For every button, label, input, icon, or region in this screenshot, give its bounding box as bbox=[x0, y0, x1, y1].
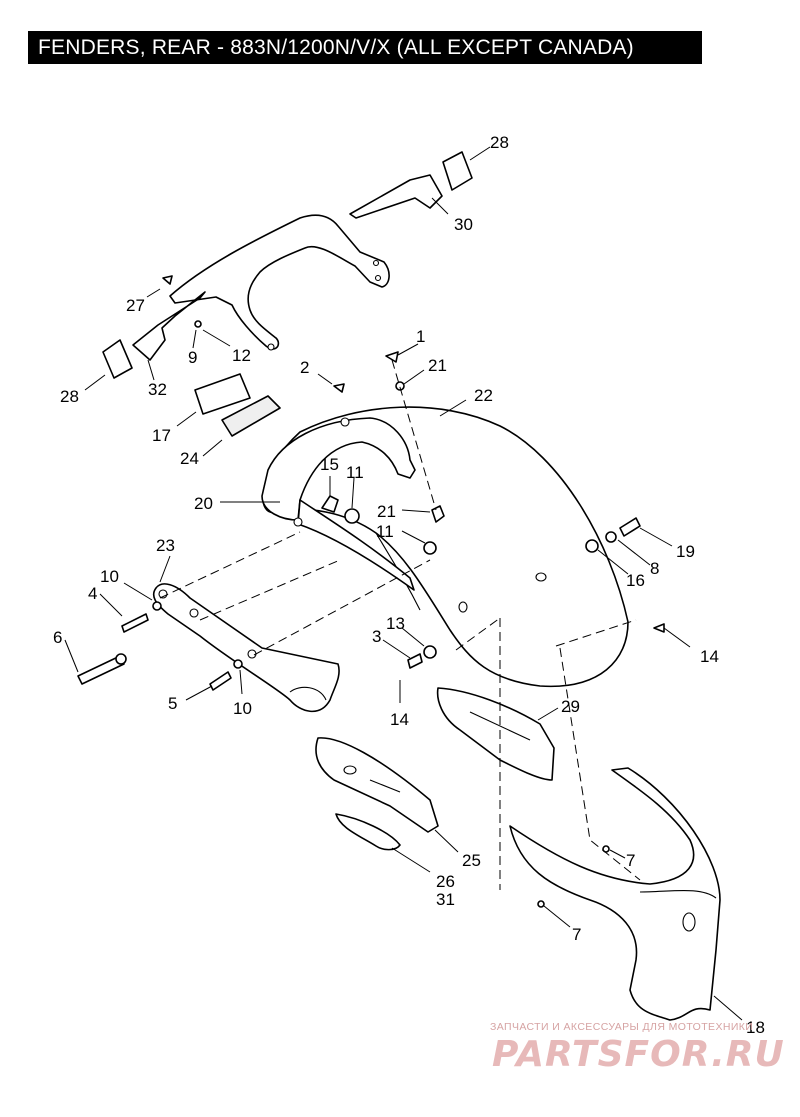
callout-label: 8 bbox=[650, 559, 659, 578]
callout-labels: 28 30 27 9 12 32 28 1 21 2 22 17 24 15 1… bbox=[53, 133, 765, 1037]
callout-label: 4 bbox=[88, 584, 97, 603]
callout-label: 6 bbox=[53, 628, 62, 647]
callout-label: 9 bbox=[188, 348, 197, 367]
callout-label: 18 bbox=[746, 1018, 765, 1037]
tail-light-bracket-29 bbox=[436, 687, 555, 781]
license-bracket-25 bbox=[315, 737, 439, 833]
reflector-28-right bbox=[442, 151, 473, 191]
callout-label: 7 bbox=[572, 925, 581, 944]
watermark-tagline: ЗАПЧАСТИ И АКСЕССУАРЫ ДЛЯ МОТОТЕХНИКИ bbox=[490, 1021, 754, 1033]
callout-label: 2 bbox=[300, 358, 309, 377]
callout-label: 17 bbox=[152, 426, 171, 445]
reflector-28-left bbox=[102, 339, 133, 379]
hardware-fasteners bbox=[77, 275, 665, 908]
callout-label: 24 bbox=[180, 449, 199, 468]
callout-label: 31 bbox=[436, 890, 455, 909]
callout-label: 14 bbox=[700, 647, 719, 666]
callout-label: 16 bbox=[626, 571, 645, 590]
callout-label: 10 bbox=[100, 567, 119, 586]
callout-label: 30 bbox=[454, 215, 473, 234]
callout-label: 3 bbox=[372, 627, 381, 646]
reflector-24 bbox=[221, 395, 281, 437]
callout-label: 11 bbox=[346, 463, 364, 482]
callout-label: 22 bbox=[474, 386, 493, 405]
assembly-lines bbox=[159, 359, 641, 890]
callout-label: 23 bbox=[156, 536, 175, 555]
callout-label: 19 bbox=[676, 542, 695, 561]
callout-label: 21 bbox=[377, 502, 396, 521]
callout-label: 14 bbox=[390, 710, 409, 729]
reflector-bracket-32 bbox=[132, 291, 206, 361]
lower-fender-18 bbox=[509, 767, 721, 1021]
callout-label: 20 bbox=[194, 494, 213, 513]
callout-label: 10 bbox=[233, 699, 252, 718]
callout-label: 13 bbox=[386, 614, 405, 633]
callout-label: 32 bbox=[148, 380, 167, 399]
callout-label: 12 bbox=[232, 346, 251, 365]
fender-front-panel-20 bbox=[261, 417, 416, 591]
callout-label: 21 bbox=[428, 356, 447, 375]
callout-label: 27 bbox=[126, 296, 145, 315]
callout-label: 29 bbox=[561, 697, 580, 716]
watermark-logo[interactable]: PARTSFOR.RU bbox=[492, 1034, 785, 1075]
seat-bracket bbox=[169, 214, 390, 351]
diagram-title: FENDERS, REAR - 883N/1200N/V/X (ALL EXCE… bbox=[28, 31, 702, 64]
callout-label: 28 bbox=[490, 133, 509, 152]
reflector-bracket-30 bbox=[349, 174, 443, 219]
leader-lines bbox=[64, 146, 743, 1021]
callout-label: 1 bbox=[416, 327, 425, 346]
callout-label: 7 bbox=[626, 851, 635, 870]
lens-26 bbox=[335, 813, 401, 851]
callout-label: 28 bbox=[60, 387, 79, 406]
callout-label: 15 bbox=[320, 455, 339, 474]
callout-label: 25 bbox=[462, 851, 481, 870]
callout-label: 5 bbox=[168, 694, 177, 713]
mounting-bracket-23 bbox=[152, 583, 340, 713]
callout-label: 26 bbox=[436, 872, 455, 891]
callout-label: 11 bbox=[376, 522, 394, 541]
lens-17 bbox=[194, 373, 251, 415]
